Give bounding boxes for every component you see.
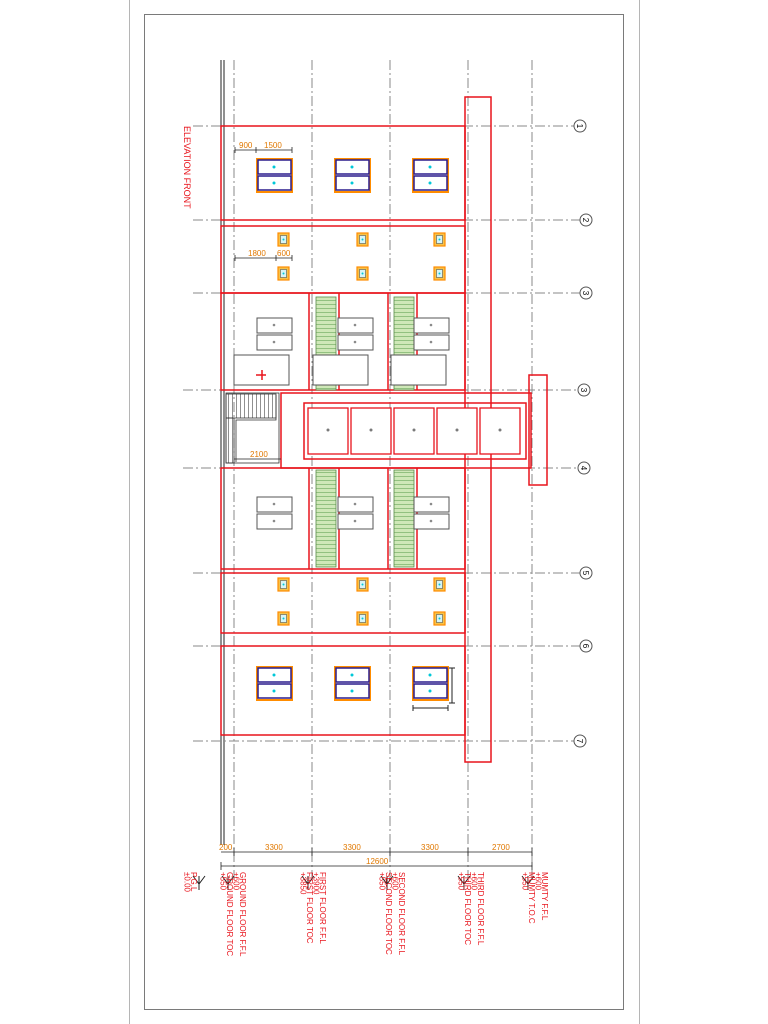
- level-markers: [192, 875, 535, 890]
- grid-bubble-1: 1: [573, 119, 587, 133]
- ventilator-window: [356, 232, 369, 247]
- ventilator-window: [277, 266, 290, 281]
- double-window: [256, 158, 293, 193]
- dimension-lines: [220, 147, 533, 870]
- level-label: +550: [219, 872, 228, 891]
- ventilator-window: [356, 611, 369, 626]
- ventilator-window: [356, 577, 369, 592]
- door-handle-icon: [256, 370, 266, 380]
- side-projection: [528, 374, 548, 486]
- grid-bubble-2: 2: [579, 213, 593, 227]
- svg-text:1: 1: [575, 124, 584, 129]
- end-floor-windows: [256, 158, 449, 701]
- double-window: [334, 158, 371, 193]
- dim-stair-width: 2100: [250, 450, 268, 459]
- balcony-frame: [303, 402, 527, 460]
- mid-window-glass-marks: [272, 323, 433, 523]
- level-label: +600: [470, 872, 479, 891]
- level-label: MUMTY F.F.L: [540, 872, 549, 921]
- double-window: [334, 666, 371, 701]
- ventilator-windows: [277, 232, 446, 626]
- level-label: +550: [521, 872, 530, 891]
- level-label: +3850: [299, 872, 308, 895]
- drawing-frame: [144, 14, 624, 1010]
- level-label: +600: [534, 872, 543, 891]
- dim-overall: 12600: [366, 857, 389, 866]
- level-label: THIRD FLOOR TOC: [463, 872, 472, 945]
- mid-floor-windows: [233, 317, 450, 530]
- level-label: GROUND FLOOR TOC: [225, 872, 234, 956]
- level-label: THIRD FLOOR F.F.L: [476, 872, 485, 946]
- drawing-sheet: [129, 0, 640, 1024]
- svg-text:4: 4: [579, 466, 588, 471]
- left-staircase: [225, 392, 280, 464]
- svg-text:6: 6: [581, 644, 590, 649]
- double-window: [412, 158, 449, 193]
- vertical-grid-lines: [233, 60, 533, 880]
- dim-bay-3: 3300: [421, 843, 439, 852]
- svg-text:3: 3: [579, 388, 588, 393]
- dim-small-window-width: 600: [277, 249, 291, 258]
- svg-text:7: 7: [575, 739, 584, 744]
- dim-top-window-width: 900: [239, 141, 253, 150]
- balcony-glass-marks: [326, 428, 502, 432]
- drawing-title: ELEVATION FRONT: [182, 126, 192, 209]
- level-label: FIRST FLOOR TOC: [305, 872, 314, 944]
- ventilator-window: [433, 232, 446, 247]
- level-label: MUMTY T.O.C: [527, 872, 536, 924]
- ventilator-window: [277, 577, 290, 592]
- ventilator-window: [433, 577, 446, 592]
- dimension-texts: 900 1500 1800 600 2100 200 3300 3300 330…: [219, 141, 510, 866]
- dim-top-window-gap: 1500: [264, 141, 282, 150]
- level-label: GROUND FLOOR F.F.L: [238, 872, 247, 957]
- svg-text:5: 5: [581, 571, 590, 576]
- level-label: +600: [232, 872, 241, 891]
- grid-bubble-3: 3: [579, 286, 593, 300]
- elevation-title: ELEVATION FRONT: [182, 126, 192, 209]
- dim-bay-2: 3300: [343, 843, 361, 852]
- ventilator-window: [356, 266, 369, 281]
- grid-bubble-7: 7: [573, 734, 587, 748]
- double-window: [412, 666, 449, 701]
- level-label: +550: [378, 872, 387, 891]
- level-label: P.G.L: [189, 872, 198, 892]
- level-label: SECOND FLOOR TOC: [384, 872, 393, 955]
- double-window: [256, 666, 293, 701]
- level-label: +550: [457, 872, 466, 891]
- balcony-slab: [280, 392, 532, 469]
- svg-text:2: 2: [581, 218, 590, 223]
- grid-bubble-3b: 3: [577, 383, 591, 397]
- level-label: +3900: [312, 872, 321, 895]
- level-label: SECOND FLOOR F.F.L: [397, 872, 406, 956]
- ventilator-window: [277, 232, 290, 247]
- dim-bay-1: 3300: [265, 843, 283, 852]
- dim-bay-4: 2700: [492, 843, 510, 852]
- dim-bottom-offset: 200: [219, 843, 233, 852]
- level-label: ±0.00: [183, 872, 192, 893]
- ventilator-window: [433, 611, 446, 626]
- grid-bubble-4: 4: [577, 461, 591, 475]
- ventilator-window: [277, 611, 290, 626]
- level-label: +600: [391, 872, 400, 891]
- dim-small-window-gap: 1800: [248, 249, 266, 258]
- grid-bubble-6: 6: [579, 639, 593, 653]
- grid-bubble-5: 5: [579, 566, 593, 580]
- grid-bubbles: 1 2 3 3 4 5 6 7: [573, 119, 593, 748]
- ventilator-window: [433, 266, 446, 281]
- window-height-marker: [412, 667, 455, 711]
- svg-text:3: 3: [581, 291, 590, 296]
- level-label: FIRST FLOOR F.F.L: [318, 872, 327, 944]
